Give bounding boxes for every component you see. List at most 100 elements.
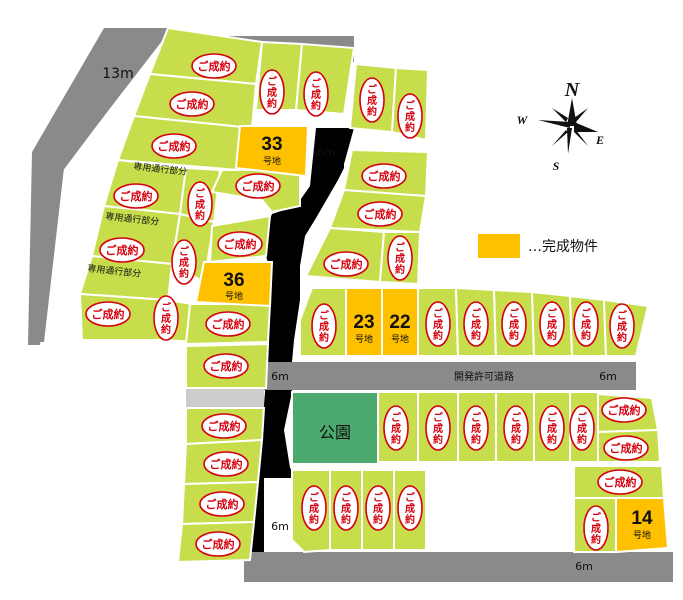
lot-suffix-22: 号地: [391, 333, 409, 345]
compass-needle-diag: [574, 108, 588, 122]
seal-ellipse: [323, 251, 369, 277]
development-road: [264, 362, 636, 390]
west-road-width-label: 13m: [102, 66, 133, 82]
sold-seal-vertical: ご成約: [503, 405, 529, 451]
sold-seal-horizontal: ご成約: [361, 163, 407, 189]
seal-text: ご成約: [202, 537, 235, 551]
park: [291, 391, 379, 465]
seal-text: ご成約: [158, 139, 191, 153]
sold-seal-vertical: ご成約: [311, 303, 337, 349]
seal-char: 約: [617, 331, 627, 344]
sold-seal-horizontal: ご成約: [203, 353, 249, 379]
seal-char: 成: [179, 256, 189, 269]
seal-text: ご成約: [242, 179, 275, 193]
completed-lot-labels: 33 号地 36 号地 23 号地 22 号地 14 号地: [223, 134, 653, 541]
seal-char: ご: [391, 411, 402, 424]
sold-seal-vertical: ご成約: [387, 235, 413, 281]
seal-ellipse: [569, 405, 595, 451]
seal-char: ご: [547, 307, 558, 320]
seal-char: 約: [161, 323, 171, 336]
completed-lots: [194, 125, 670, 554]
seal-ellipse: [539, 301, 565, 347]
seal-ellipse: [463, 405, 489, 451]
seal-char: 約: [267, 97, 277, 110]
seal-ellipse: [501, 301, 527, 347]
sold-seal-horizontal: ご成約: [195, 531, 241, 557]
seal-char: 成: [367, 94, 377, 107]
seal-char: 約: [547, 329, 557, 342]
sold-seal-vertical: ご成約: [333, 485, 359, 531]
seal-ellipse: [603, 435, 649, 461]
development-road-label: 開発許可道路: [454, 370, 514, 383]
lot-suffix-33: 号地: [263, 155, 281, 167]
seal-char: ご: [341, 491, 352, 504]
seal-text: ご成約: [92, 307, 125, 321]
seal-char: 成: [391, 422, 401, 435]
lot-number-22: 22: [389, 312, 410, 333]
seal-char: 成: [341, 502, 351, 515]
seal-ellipse: [539, 405, 565, 451]
seal-ellipse: [387, 235, 413, 281]
sold-seal-horizontal: ご成約: [603, 435, 649, 461]
seal-ellipse: [503, 405, 529, 451]
seal-char: 約: [195, 209, 205, 222]
seal-ellipse: [235, 173, 281, 199]
sold-seal-horizontal: ご成約: [601, 397, 647, 423]
completed-lot-14: [615, 497, 670, 554]
seal-char: 約: [471, 433, 481, 446]
seal-char: ご: [309, 491, 320, 504]
sold-seal-horizontal: ご成約: [169, 91, 215, 117]
seal-char: ご: [471, 411, 482, 424]
gray-patch: [186, 388, 264, 408]
seal-char: 約: [511, 433, 521, 446]
seal-char: 成: [319, 320, 329, 333]
seal-char: ご: [161, 301, 172, 314]
sold-seal-horizontal: ご成約: [99, 237, 145, 263]
sold-seal-horizontal: ご成約: [151, 133, 197, 159]
seal-char: 成: [373, 502, 383, 515]
sold-seal-vertical: ご成約: [501, 301, 527, 347]
seal-ellipse: [301, 485, 327, 531]
sold-seal-vertical: ご成約: [573, 301, 599, 347]
sold-seal-horizontal: ご成約: [235, 173, 281, 199]
seal-text: ご成約: [120, 189, 153, 203]
seal-ellipse: [463, 301, 489, 347]
seal-ellipse: [397, 485, 423, 531]
seal-char: 成: [195, 198, 205, 211]
seal-ellipse: [85, 301, 131, 327]
seal-ellipse: [151, 133, 197, 159]
seal-ellipse: [199, 491, 245, 517]
sold-seal-vertical: ご成約: [463, 301, 489, 347]
seal-char: ご: [433, 411, 444, 424]
seal-char: 約: [391, 433, 401, 446]
seal-text: ご成約: [106, 243, 139, 257]
seal-char: 成: [433, 318, 443, 331]
seal-text: ご成約: [224, 237, 257, 251]
compass-north-label: N: [564, 79, 581, 101]
seal-char: 成: [547, 318, 557, 331]
seal-char: 約: [433, 329, 443, 342]
seal-char: ご: [433, 307, 444, 320]
sold-seal-vertical: ご成約: [303, 71, 329, 117]
seal-char: ご: [405, 99, 416, 112]
seal-ellipse: [99, 237, 145, 263]
seal-char: ご: [179, 245, 190, 258]
seal-ellipse: [153, 295, 179, 341]
seal-ellipse: [573, 301, 599, 347]
seal-char: 成: [309, 502, 319, 515]
seal-text: ご成約: [210, 359, 243, 373]
seal-ellipse: [195, 531, 241, 557]
seal-char: ご: [311, 77, 322, 90]
compass-south-label: S: [553, 159, 560, 173]
completed-lot-22: [381, 287, 419, 357]
road-width-label: 6m: [271, 520, 289, 533]
compass-east-label: E: [595, 133, 604, 147]
lot-number-36: 36: [223, 270, 244, 291]
seal-text: ご成約: [608, 403, 641, 417]
seal-char: 約: [433, 433, 443, 446]
sold-seal-horizontal: ご成約: [205, 311, 251, 337]
sold-seal-vertical: ご成約: [569, 405, 595, 451]
seal-char: 約: [581, 329, 591, 342]
seal-ellipse: [203, 353, 249, 379]
